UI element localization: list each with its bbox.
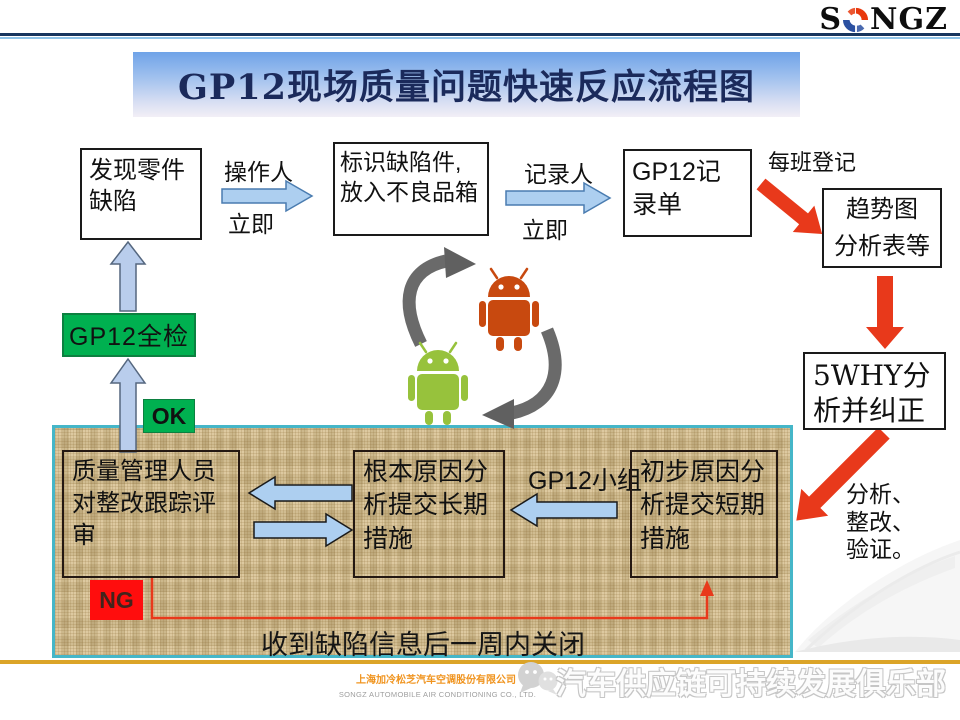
label-close-within-week: 收到缺陷信息后一周内关闭: [261, 630, 585, 660]
label-operator: 操作人: [224, 159, 293, 185]
label-immediate-1: 立即: [228, 211, 274, 237]
box-quality-review: 质量管理人员对整改跟踪评审: [62, 450, 240, 578]
box-root-cause: 根本原因分析提交长期措施: [353, 450, 505, 578]
label-immediate-2: 立即: [522, 217, 568, 243]
box-gp12-record-sheet: GP12记录单: [623, 149, 752, 237]
android-green-icon: [408, 341, 468, 425]
badge-ok: OK: [143, 399, 195, 433]
arrow-shift-log-red: [756, 178, 823, 235]
box-mark-defect: 标识缺陷件,放入不良品箱: [333, 142, 489, 236]
label-gp12-team: GP12小组: [528, 467, 642, 495]
badge-ng: NG: [90, 580, 143, 620]
box-initial-cause: 初步原因分析提交短期措施: [630, 450, 778, 578]
box-trend-chart: 趋势图 分析表等: [822, 188, 942, 268]
box-gp12-full-inspection: GP12全检: [62, 313, 196, 357]
arrow-inspect-to-discover: [109, 240, 147, 312]
logo-o-swirl-icon: [843, 7, 869, 32]
header-rule-light: [0, 37, 960, 39]
cycle-arrow-up-icon: [402, 247, 476, 347]
songz-logo: S NGZ: [819, 2, 948, 37]
footer-watermark-text: 汽车供应链可持续发展俱乐部: [556, 668, 946, 701]
footer-company-en: SONGZ AUTOMOBILE AIR CONDITIONING CO., L…: [338, 690, 537, 699]
android-red-icon: [479, 267, 539, 351]
page-title: GP12现场质量问题快速反应流程图: [133, 52, 800, 117]
arrow-trend-to-5why-red: [866, 276, 904, 349]
logo-text-suffix: NGZ: [870, 2, 948, 37]
footer-company-cn: 上海加冷松芝汽车空调股份有限公司: [356, 675, 516, 686]
page-title-text: GP12现场质量问题快速反应流程图: [178, 67, 755, 108]
logo-text-prefix: S: [819, 2, 843, 37]
label-analyze-rectify-verify: 分析、 整改、 验证。: [846, 481, 915, 563]
android-cycle-icon: [402, 247, 562, 429]
cycle-arrow-down-icon: [482, 327, 562, 429]
label-recorder: 记录人: [524, 161, 593, 187]
header-rule-dark: [0, 33, 960, 36]
box-5why-analysis: 5WHY分析并纠正: [803, 352, 946, 430]
box-discover-defect: 发现零件缺陷: [80, 148, 202, 240]
footer-gold-rule: [0, 660, 960, 664]
label-shift-log: 每班登记: [768, 150, 857, 175]
